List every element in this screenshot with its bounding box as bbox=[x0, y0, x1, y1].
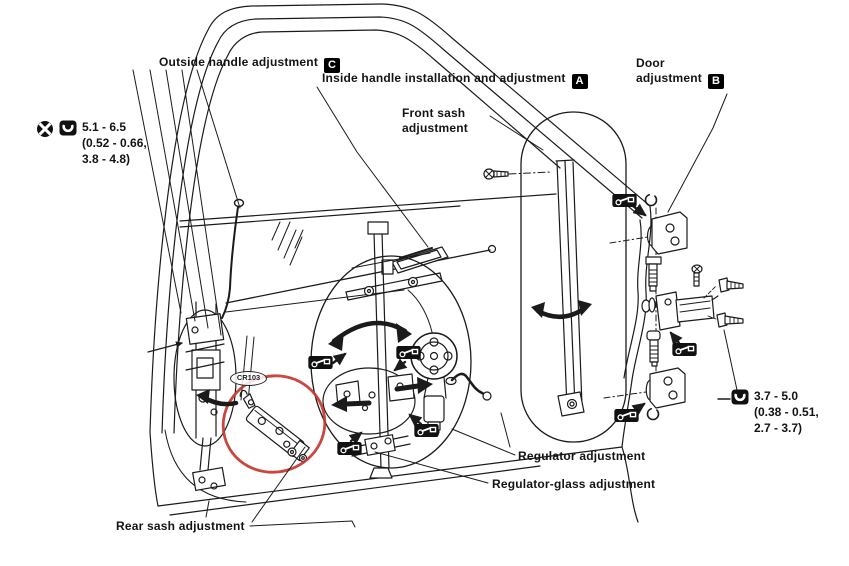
wrench-icon bbox=[414, 424, 439, 437]
front-sash-assembly bbox=[520, 111, 627, 443]
window-glass-hatching bbox=[271, 221, 304, 266]
callout-door-line1: Door bbox=[636, 56, 665, 70]
callout-inside-handle-text: Inside handle installation and adjustmen… bbox=[322, 71, 566, 85]
callout-outside-handle-text: Outside handle adjustment bbox=[159, 55, 319, 69]
callout-rear-sash: Rear sash adjustment bbox=[116, 519, 245, 534]
callout-inside-handle: Inside handle installation and adjustmen… bbox=[322, 71, 588, 89]
door-hinge-hardware bbox=[603, 193, 744, 421]
callout-regulator: Regulator adjustment bbox=[518, 449, 645, 464]
leader-lines bbox=[132, 69, 731, 528]
torque-hinge-ftlb: 2.7 - 3.7) bbox=[754, 421, 803, 435]
sash-screw bbox=[483, 168, 552, 180]
callout-regulator-glass: Regulator-glass adjustment bbox=[492, 477, 655, 492]
torque-handle-nm: 5.1 - 6.5 bbox=[82, 120, 127, 134]
torque-handle-ftlb: 3.8 - 4.8) bbox=[82, 152, 131, 166]
callout-outside-handle: Outside handle adjustment C bbox=[159, 55, 341, 73]
torque-spec-handle-lock: 5.1 - 6.5 (0.52 - 0.66, 3.8 - 4.8) bbox=[36, 119, 147, 167]
door-lock-knob bbox=[221, 198, 245, 319]
icon-pointer-arrows bbox=[331, 203, 683, 445]
callout-front-sash: Front sash adjustment bbox=[402, 106, 468, 136]
replace-mark-icon bbox=[37, 121, 53, 137]
wrench-icon bbox=[308, 356, 333, 369]
torque-spec-hinge: 3.7 - 5.0 (0.38 - 0.51, 2.7 - 3.7) bbox=[731, 388, 819, 436]
section-badge-b: B bbox=[708, 74, 725, 89]
wrench-icon bbox=[396, 346, 421, 359]
torque-wrench-icon bbox=[59, 120, 77, 136]
section-badge-a: A bbox=[571, 74, 588, 89]
torque-hinge-nm: 3.7 - 5.0 bbox=[754, 389, 799, 403]
wrench-icon bbox=[612, 194, 637, 207]
section-badge-c: C bbox=[324, 58, 341, 73]
callout-regulator-glass-text: Regulator-glass adjustment bbox=[492, 477, 656, 491]
callout-regulator-text: Regulator adjustment bbox=[518, 449, 646, 463]
callout-rear-sash-text: Rear sash adjustment bbox=[116, 519, 245, 533]
handle-connecting-rod bbox=[225, 244, 497, 313]
lock-pointer-arrow bbox=[147, 341, 184, 353]
inside-handle bbox=[381, 246, 449, 333]
door-lock-assembly bbox=[173, 301, 255, 492]
wrench-icon bbox=[672, 343, 697, 356]
callout-door-line2: adjustment bbox=[636, 71, 703, 85]
door-outline bbox=[149, 3, 652, 523]
adjustment-arrows bbox=[196, 300, 592, 412]
part-code-oval: CR103 bbox=[230, 371, 267, 386]
torque-wrench-icon bbox=[731, 389, 749, 405]
torque-hinge-kgm: (0.38 - 0.51, bbox=[754, 405, 819, 419]
crank-handle bbox=[445, 372, 492, 401]
rear-sash-bracket bbox=[239, 389, 310, 463]
torque-handle-kgm: (0.52 - 0.66, bbox=[82, 136, 147, 150]
wrench-icon bbox=[337, 442, 362, 455]
callout-front-sash-line2: adjustment bbox=[402, 121, 469, 135]
wrench-icon bbox=[614, 409, 639, 422]
callout-front-sash-line1: Front sash bbox=[402, 106, 466, 120]
callout-door-adjustment: Door adjustment B bbox=[636, 56, 725, 89]
window-regulator-assembly bbox=[310, 221, 472, 479]
